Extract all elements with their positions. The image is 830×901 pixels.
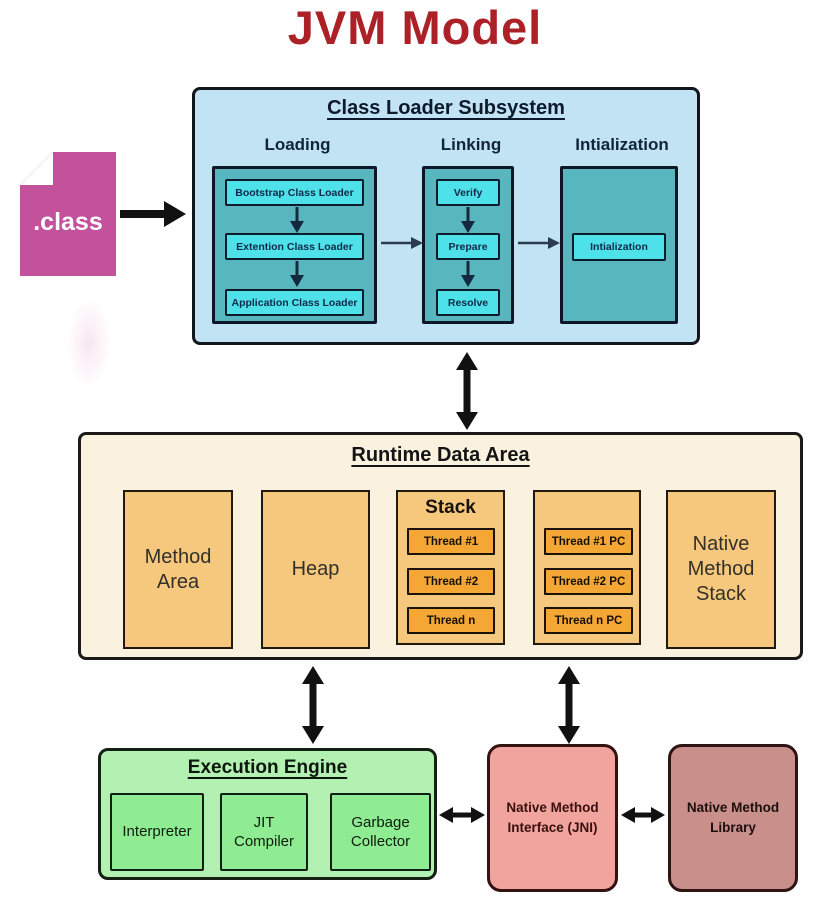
extension-class-loader-box: Extention Class Loader — [225, 233, 364, 260]
class-file-icon: .class — [20, 152, 116, 276]
arrow-runtime-jni-icon — [558, 666, 580, 744]
bootstrap-class-loader-box: Bootstrap Class Loader — [225, 179, 364, 206]
class-loader-subsystem-title: Class Loader Subsystem — [327, 97, 565, 119]
arrow-runtime-execution-icon — [302, 666, 324, 744]
linking-header: Linking — [440, 135, 502, 154]
arrow-class-to-loader-icon — [120, 201, 186, 227]
thread-n-pc-box: Thread n PC — [544, 607, 633, 634]
arrow-execution-jni-icon — [439, 807, 485, 823]
initialization-column: Intialization — [560, 166, 678, 324]
verify-box: Verify — [436, 179, 500, 206]
linking-column: Verify Prepare Resolve — [422, 166, 514, 324]
thread-n-box: Thread n — [407, 607, 495, 634]
application-class-loader-box: Application Class Loader — [225, 289, 364, 316]
arrow-linking-to-initialization-icon — [518, 237, 560, 249]
folded-corner — [20, 152, 53, 185]
method-area-box: Method Area — [123, 490, 233, 649]
watermark — [58, 278, 120, 408]
resolve-box: Resolve — [436, 289, 500, 316]
execution-engine-panel: Execution Engine Interpreter JIT Compile… — [98, 748, 437, 880]
runtime-data-area-title: Runtime Data Area — [351, 444, 530, 466]
loading-column: Bootstrap Class Loader Extention Class L… — [212, 166, 377, 324]
stack-box: Stack Thread #1 Thread #2 Thread n — [396, 490, 505, 645]
thread-1-pc-box: Thread #1 PC — [544, 528, 633, 555]
jit-compiler-box: JIT Compiler — [220, 793, 308, 871]
thread-2-box: Thread #2 — [407, 568, 495, 595]
thread-1-box: Thread #1 — [407, 528, 495, 555]
garbage-collector-box: Garbage Collector — [330, 793, 431, 871]
heap-box: Heap — [261, 490, 370, 649]
arrow-down-icon — [290, 261, 304, 287]
arrow-down-icon — [290, 207, 304, 233]
initialization-box: Intialization — [572, 233, 666, 261]
native-method-stack-box: Native Method Stack — [666, 490, 776, 649]
native-method-interface-box: Native Method Interface (JNI) — [487, 744, 618, 892]
interpreter-box: Interpreter — [110, 793, 204, 871]
page-title: JVM Model — [287, 1, 543, 54]
runtime-data-area-panel: Runtime Data Area Method Area Heap Stack… — [78, 432, 803, 660]
initialization-header: Intialization — [575, 135, 669, 154]
arrow-down-icon — [461, 207, 475, 233]
stack-title: Stack — [425, 497, 476, 518]
prepare-box: Prepare — [436, 233, 500, 260]
arrow-down-icon — [461, 261, 475, 287]
arrow-loader-runtime-icon — [456, 352, 478, 430]
class-loader-subsystem-panel: Class Loader Subsystem Loading Linking I… — [192, 87, 700, 345]
arrow-loading-to-linking-icon — [381, 237, 423, 249]
loading-header: Loading — [264, 135, 331, 154]
native-method-library-box: Native Method Library — [668, 744, 798, 892]
arrow-jni-library-icon — [621, 807, 665, 823]
class-file-label: .class — [33, 208, 103, 236]
thread-2-pc-box: Thread #2 PC — [544, 568, 633, 595]
execution-engine-title: Execution Engine — [187, 757, 348, 778]
pc-registers-box: Thread #1 PC Thread #2 PC Thread n PC — [533, 490, 641, 645]
